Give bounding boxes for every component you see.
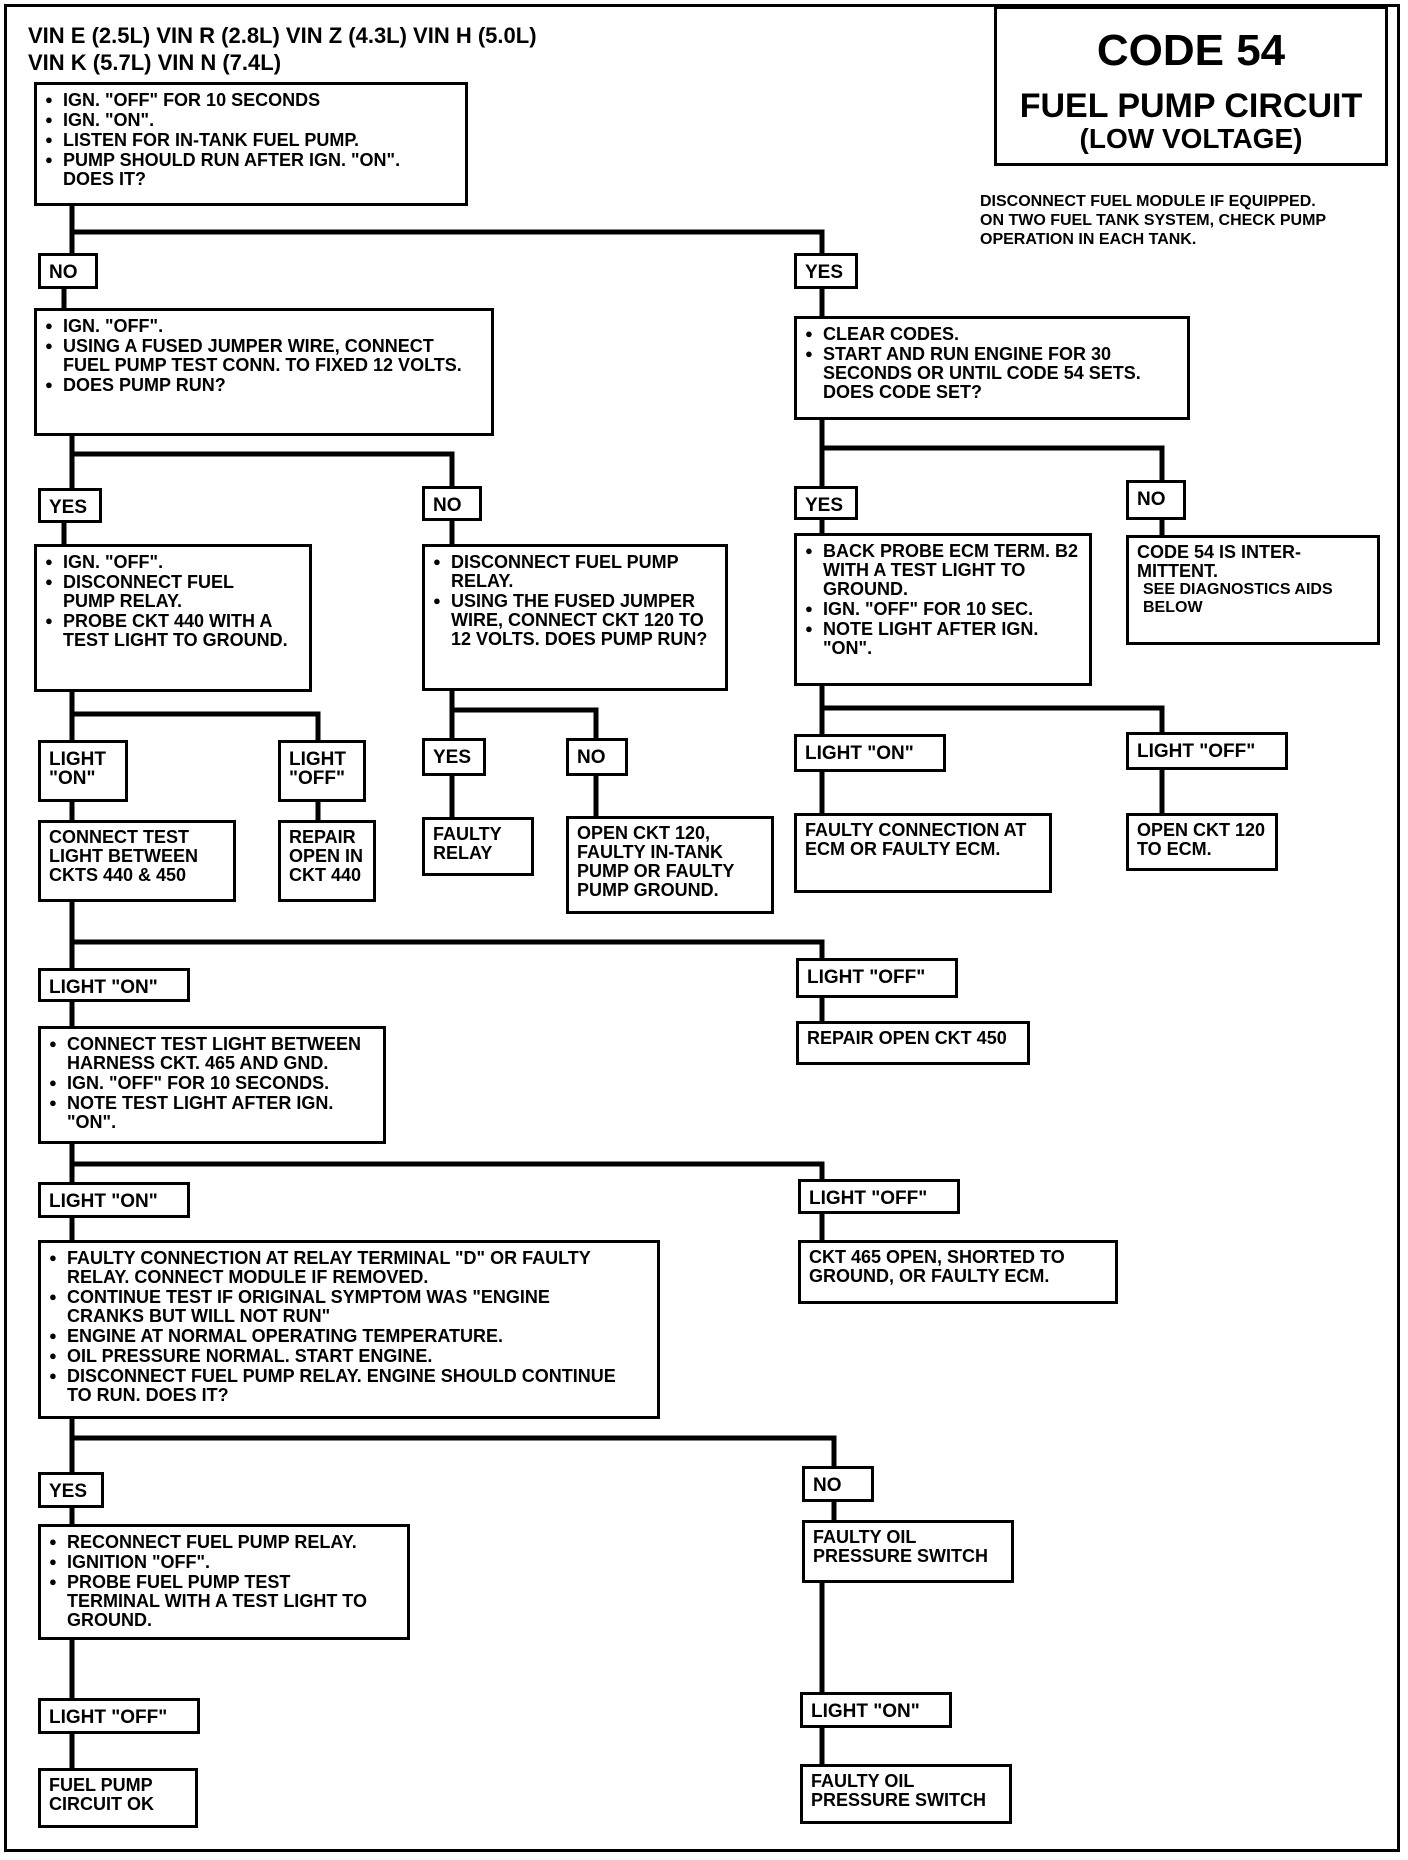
vin-line-2: VIN K (5.7L) VIN N (7.4L)	[28, 50, 282, 75]
result-text: FAULTY CONNECTION AT ECM OR FAULTY ECM.	[805, 820, 1027, 859]
branch-light-on: LIGHT "ON"	[800, 1692, 952, 1728]
result-faulty-ecm-connection: FAULTY CONNECTION AT ECM OR FAULTY ECM.	[794, 813, 1052, 893]
branch-light-on: LIGHT "ON"	[38, 968, 190, 1002]
note-line: OPERATION IN EACH TANK.	[980, 231, 1197, 248]
result-text: FAULTY OIL PRESSURE SWITCH	[811, 1771, 987, 1810]
step-item: DOES PUMP RUN?	[45, 375, 483, 395]
result-text: OPEN CKT 120 TO ECM.	[1137, 820, 1266, 859]
result-note: SEE DIAGNOSTICS AIDS BELOW	[1143, 581, 1333, 616]
step-item: IGN. "OFF".	[45, 316, 483, 336]
result-text: OPEN CKT 120, FAULTY IN-TANK PUMP OR FAU…	[577, 823, 735, 900]
step-item: IGN. "OFF" FOR 10 SEC.	[805, 599, 1081, 619]
step-item: USING THE FUSED JUMPER WIRE, CONNECT CKT…	[433, 591, 721, 649]
step-item: IGN. "OFF".	[45, 552, 301, 572]
branch-yes: YES	[794, 253, 858, 289]
result-code-intermittent: CODE 54 IS INTER-MITTENT. SEE DIAGNOSTIC…	[1126, 535, 1380, 645]
branch-light-on: LIGHT "ON"	[794, 734, 946, 772]
branch-light-off: LIGHT "OFF"	[796, 958, 958, 998]
result-faulty-relay: FAULTY RELAY	[422, 817, 534, 876]
step-probe-ckt-440: IGN. "OFF". DISCONNECT FUEL PUMP RELAY. …	[34, 544, 312, 692]
step-item: IGN. "ON".	[45, 110, 457, 130]
step-reconnect-relay: RECONNECT FUEL PUMP RELAY. IGNITION "OFF…	[38, 1524, 410, 1640]
result-text: CODE 54 IS INTER-MITTENT.	[1137, 542, 1302, 581]
vin-line-1: VIN E (2.5L) VIN R (2.8L) VIN Z (4.3L) V…	[28, 23, 537, 48]
result-repair-open-450: REPAIR OPEN CKT 450	[796, 1021, 1030, 1065]
result-text: REPAIR OPEN CKT 450	[807, 1028, 1007, 1048]
page-subtitle: (LOW VOLTAGE)	[1079, 123, 1303, 154]
step-connect-ckts-440-450: CONNECT TEST LIGHT BETWEEN CKTS 440 & 45…	[38, 820, 236, 902]
step-item: NOTE TEST LIGHT AFTER IGN. "ON".	[49, 1093, 383, 1132]
title-box: CODE 54 FUEL PUMP CIRCUIT (LOW VOLTAGE)	[994, 6, 1388, 166]
step-jumper-test: IGN. "OFF". USING A FUSED JUMPER WIRE, C…	[34, 308, 494, 436]
step-item: START AND RUN ENGINE FOR 30 SECONDS OR U…	[805, 344, 1187, 402]
branch-light-on: LIGHT "ON"	[38, 1182, 190, 1218]
branch-light-off: LIGHT "OFF"	[38, 1698, 200, 1734]
branch-light-off: LIGHT "OFF"	[798, 1179, 960, 1214]
step-relay-terminal-check: FAULTY CONNECTION AT RELAY TERMINAL "D" …	[38, 1240, 660, 1419]
result-text: FAULTY OIL PRESSURE SWITCH	[813, 1527, 989, 1566]
result-text: CKT 465 OPEN, SHORTED TO GROUND, OR FAUL…	[809, 1247, 1065, 1286]
branch-yes: YES	[38, 488, 102, 523]
step-item: IGNITION "OFF".	[49, 1552, 399, 1572]
branch-yes: YES	[794, 486, 858, 520]
step-item: PROBE CKT 440 WITH A TEST LIGHT TO GROUN…	[45, 611, 303, 650]
result-text: FAULTY RELAY	[433, 824, 502, 863]
step-item: RECONNECT FUEL PUMP RELAY.	[49, 1532, 399, 1552]
step-item: IGN. "OFF" FOR 10 SECONDS.	[49, 1073, 375, 1093]
result-text: FUEL PUMP CIRCUIT OK	[49, 1775, 154, 1814]
branch-light-off: LIGHT "OFF"	[278, 740, 366, 802]
result-open-ckt-120: OPEN CKT 120, FAULTY IN-TANK PUMP OR FAU…	[566, 816, 774, 914]
step-relay-jumper: DISCONNECT FUEL PUMP RELAY. USING THE FU…	[422, 544, 728, 691]
step-item: PUMP SHOULD RUN AFTER IGN. "ON". DOES IT…	[45, 150, 423, 189]
step-item: DISCONNECT FUEL PUMP RELAY.	[433, 552, 721, 591]
code-number: CODE 54	[1096, 26, 1286, 75]
branch-light-on: LIGHT "ON"	[38, 740, 128, 802]
step-item: FAULTY CONNECTION AT RELAY TERMINAL "D" …	[49, 1248, 627, 1287]
step-item: DISCONNECT FUEL PUMP RELAY. ENGINE SHOUL…	[49, 1366, 627, 1405]
step-item: USING A FUSED JUMPER WIRE, CONNECT FUEL …	[45, 336, 483, 375]
result-text: REPAIR OPEN IN CKT 440	[289, 827, 364, 885]
result-faulty-oil-switch: FAULTY OIL PRESSURE SWITCH	[800, 1764, 1012, 1824]
step-back-probe-ecm: BACK PROBE ECM TERM. B2 WITH A TEST LIGH…	[794, 533, 1092, 686]
step-item: OIL PRESSURE NORMAL. START ENGINE.	[49, 1346, 649, 1366]
step-item: LISTEN FOR IN-TANK FUEL PUMP.	[45, 130, 457, 150]
step-item: ENGINE AT NORMAL OPERATING TEMPERATURE.	[49, 1326, 649, 1346]
step-item: CONTINUE TEST IF ORIGINAL SYMPTOM WAS "E…	[49, 1287, 627, 1326]
branch-no: NO	[566, 738, 628, 776]
step-item: DISCONNECT FUEL PUMP RELAY.	[45, 572, 263, 611]
branch-light-off: LIGHT "OFF"	[1126, 732, 1288, 770]
step-item: IGN. "OFF" FOR 10 SECONDS	[45, 90, 457, 110]
step-item: NOTE LIGHT AFTER IGN. "ON".	[805, 619, 1085, 658]
step-item: PROBE FUEL PUMP TEST TERMINAL WITH A TES…	[49, 1572, 387, 1630]
step-item: BACK PROBE ECM TERM. B2 WITH A TEST LIGH…	[805, 541, 1085, 599]
result-faulty-oil-switch: FAULTY OIL PRESSURE SWITCH	[802, 1520, 1014, 1583]
step-item: CONNECT TEST LIGHT BETWEEN HARNESS CKT. …	[49, 1034, 383, 1073]
step-test-ckt-465: CONNECT TEST LIGHT BETWEEN HARNESS CKT. …	[38, 1026, 386, 1144]
branch-no: NO	[1126, 480, 1186, 520]
result-repair-open-440: REPAIR OPEN IN CKT 440	[278, 820, 376, 902]
page-title: FUEL PUMP CIRCUIT	[1019, 87, 1363, 125]
branch-no: NO	[38, 253, 98, 289]
branch-no: NO	[802, 1466, 874, 1502]
step-item: CLEAR CODES.	[805, 324, 1179, 344]
branch-yes: YES	[422, 738, 486, 776]
result-open-ckt-120-ecm: OPEN CKT 120 TO ECM.	[1126, 813, 1278, 871]
branch-yes: YES	[38, 1472, 104, 1508]
step-clear-codes: CLEAR CODES. START AND RUN ENGINE FOR 30…	[794, 316, 1190, 420]
branch-no: NO	[422, 486, 482, 521]
step-listen-for-pump: IGN. "OFF" FOR 10 SECONDS IGN. "ON". LIS…	[34, 82, 468, 206]
result-ckt-465-open: CKT 465 OPEN, SHORTED TO GROUND, OR FAUL…	[798, 1240, 1118, 1304]
result-fuel-pump-circuit-ok: FUEL PUMP CIRCUIT OK	[38, 1768, 198, 1828]
header-note: DISCONNECT FUEL MODULE IF EQUIPPED. ON T…	[980, 192, 1400, 249]
step-text: CONNECT TEST LIGHT BETWEEN CKTS 440 & 45…	[49, 827, 198, 885]
note-line: DISCONNECT FUEL MODULE IF EQUIPPED.	[980, 193, 1316, 210]
note-line: ON TWO FUEL TANK SYSTEM, CHECK PUMP	[980, 212, 1327, 229]
